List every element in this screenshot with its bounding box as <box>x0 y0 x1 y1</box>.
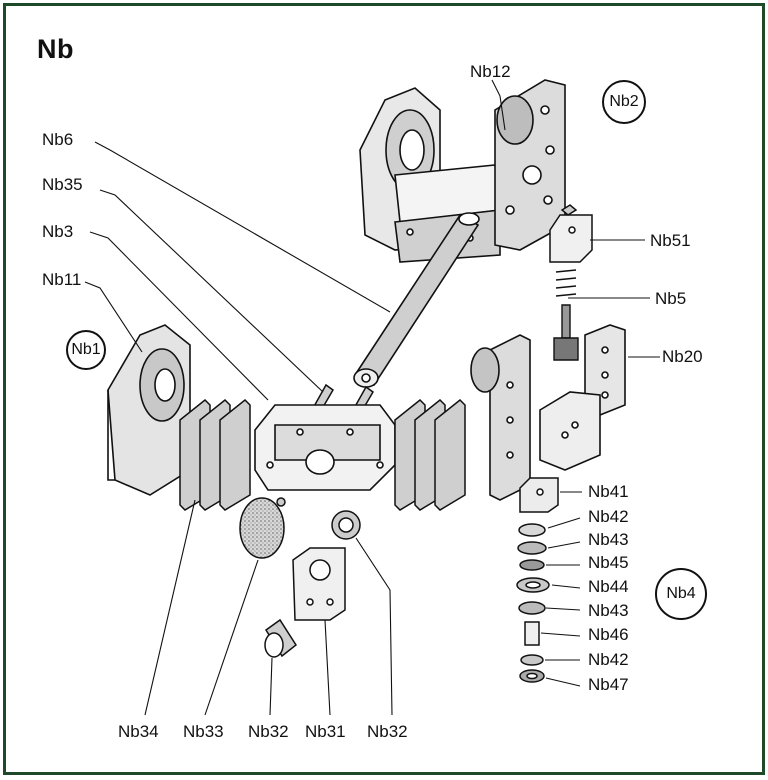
side-plates-nb34 <box>179 398 466 511</box>
left-housing-nb11 <box>107 324 191 496</box>
label-nb32-left: Nb32 <box>248 722 289 741</box>
label-nb3: Nb3 <box>42 222 74 241</box>
label-nb42-bottom: Nb42 <box>588 650 629 669</box>
group-nb4-circle: Nb4 <box>655 568 707 620</box>
label-nb45: Nb45 <box>588 553 629 572</box>
block-nb51 <box>549 204 593 263</box>
ball-nb33 <box>239 497 286 559</box>
label-nb6: Nb6 <box>42 130 74 149</box>
label-nb31: Nb31 <box>305 722 346 741</box>
label-nb41: Nb41 <box>588 482 629 501</box>
group-nb2-circle: Nb2 <box>602 80 646 124</box>
label-nb43-top: Nb43 <box>588 530 629 549</box>
label-nb42-top: Nb42 <box>588 507 629 526</box>
label-nb34: Nb34 <box>118 722 159 741</box>
stack-nb4 <box>516 477 559 683</box>
diagram-heading: Nb <box>37 34 74 64</box>
label-nb32-right: Nb32 <box>367 722 408 741</box>
bushing-nb32-right <box>331 510 361 540</box>
label-nb20: Nb20 <box>662 347 703 366</box>
block-nb31 <box>292 547 346 621</box>
label-nb35: Nb35 <box>42 175 83 194</box>
bushing-nb32-left <box>264 618 297 658</box>
label-nb33: Nb33 <box>183 722 224 741</box>
central-frame-nb3 <box>254 404 396 491</box>
label-nb43-bottom: Nb43 <box>588 601 629 620</box>
right-plate-assembly <box>470 324 626 501</box>
label-nb46: Nb46 <box>588 625 629 644</box>
group-nb1-circle: Nb1 <box>66 330 106 370</box>
leader-lines <box>84 79 660 716</box>
spring-and-screw-nb5 <box>553 269 579 361</box>
label-nb11: Nb11 <box>42 270 82 289</box>
label-nb12: Nb12 <box>470 62 511 81</box>
label-nb47: Nb47 <box>588 675 629 694</box>
label-nb44: Nb44 <box>588 577 629 596</box>
shaft-nb6 <box>353 212 480 388</box>
label-nb5: Nb5 <box>655 289 687 308</box>
label-nb51: Nb51 <box>650 231 691 250</box>
